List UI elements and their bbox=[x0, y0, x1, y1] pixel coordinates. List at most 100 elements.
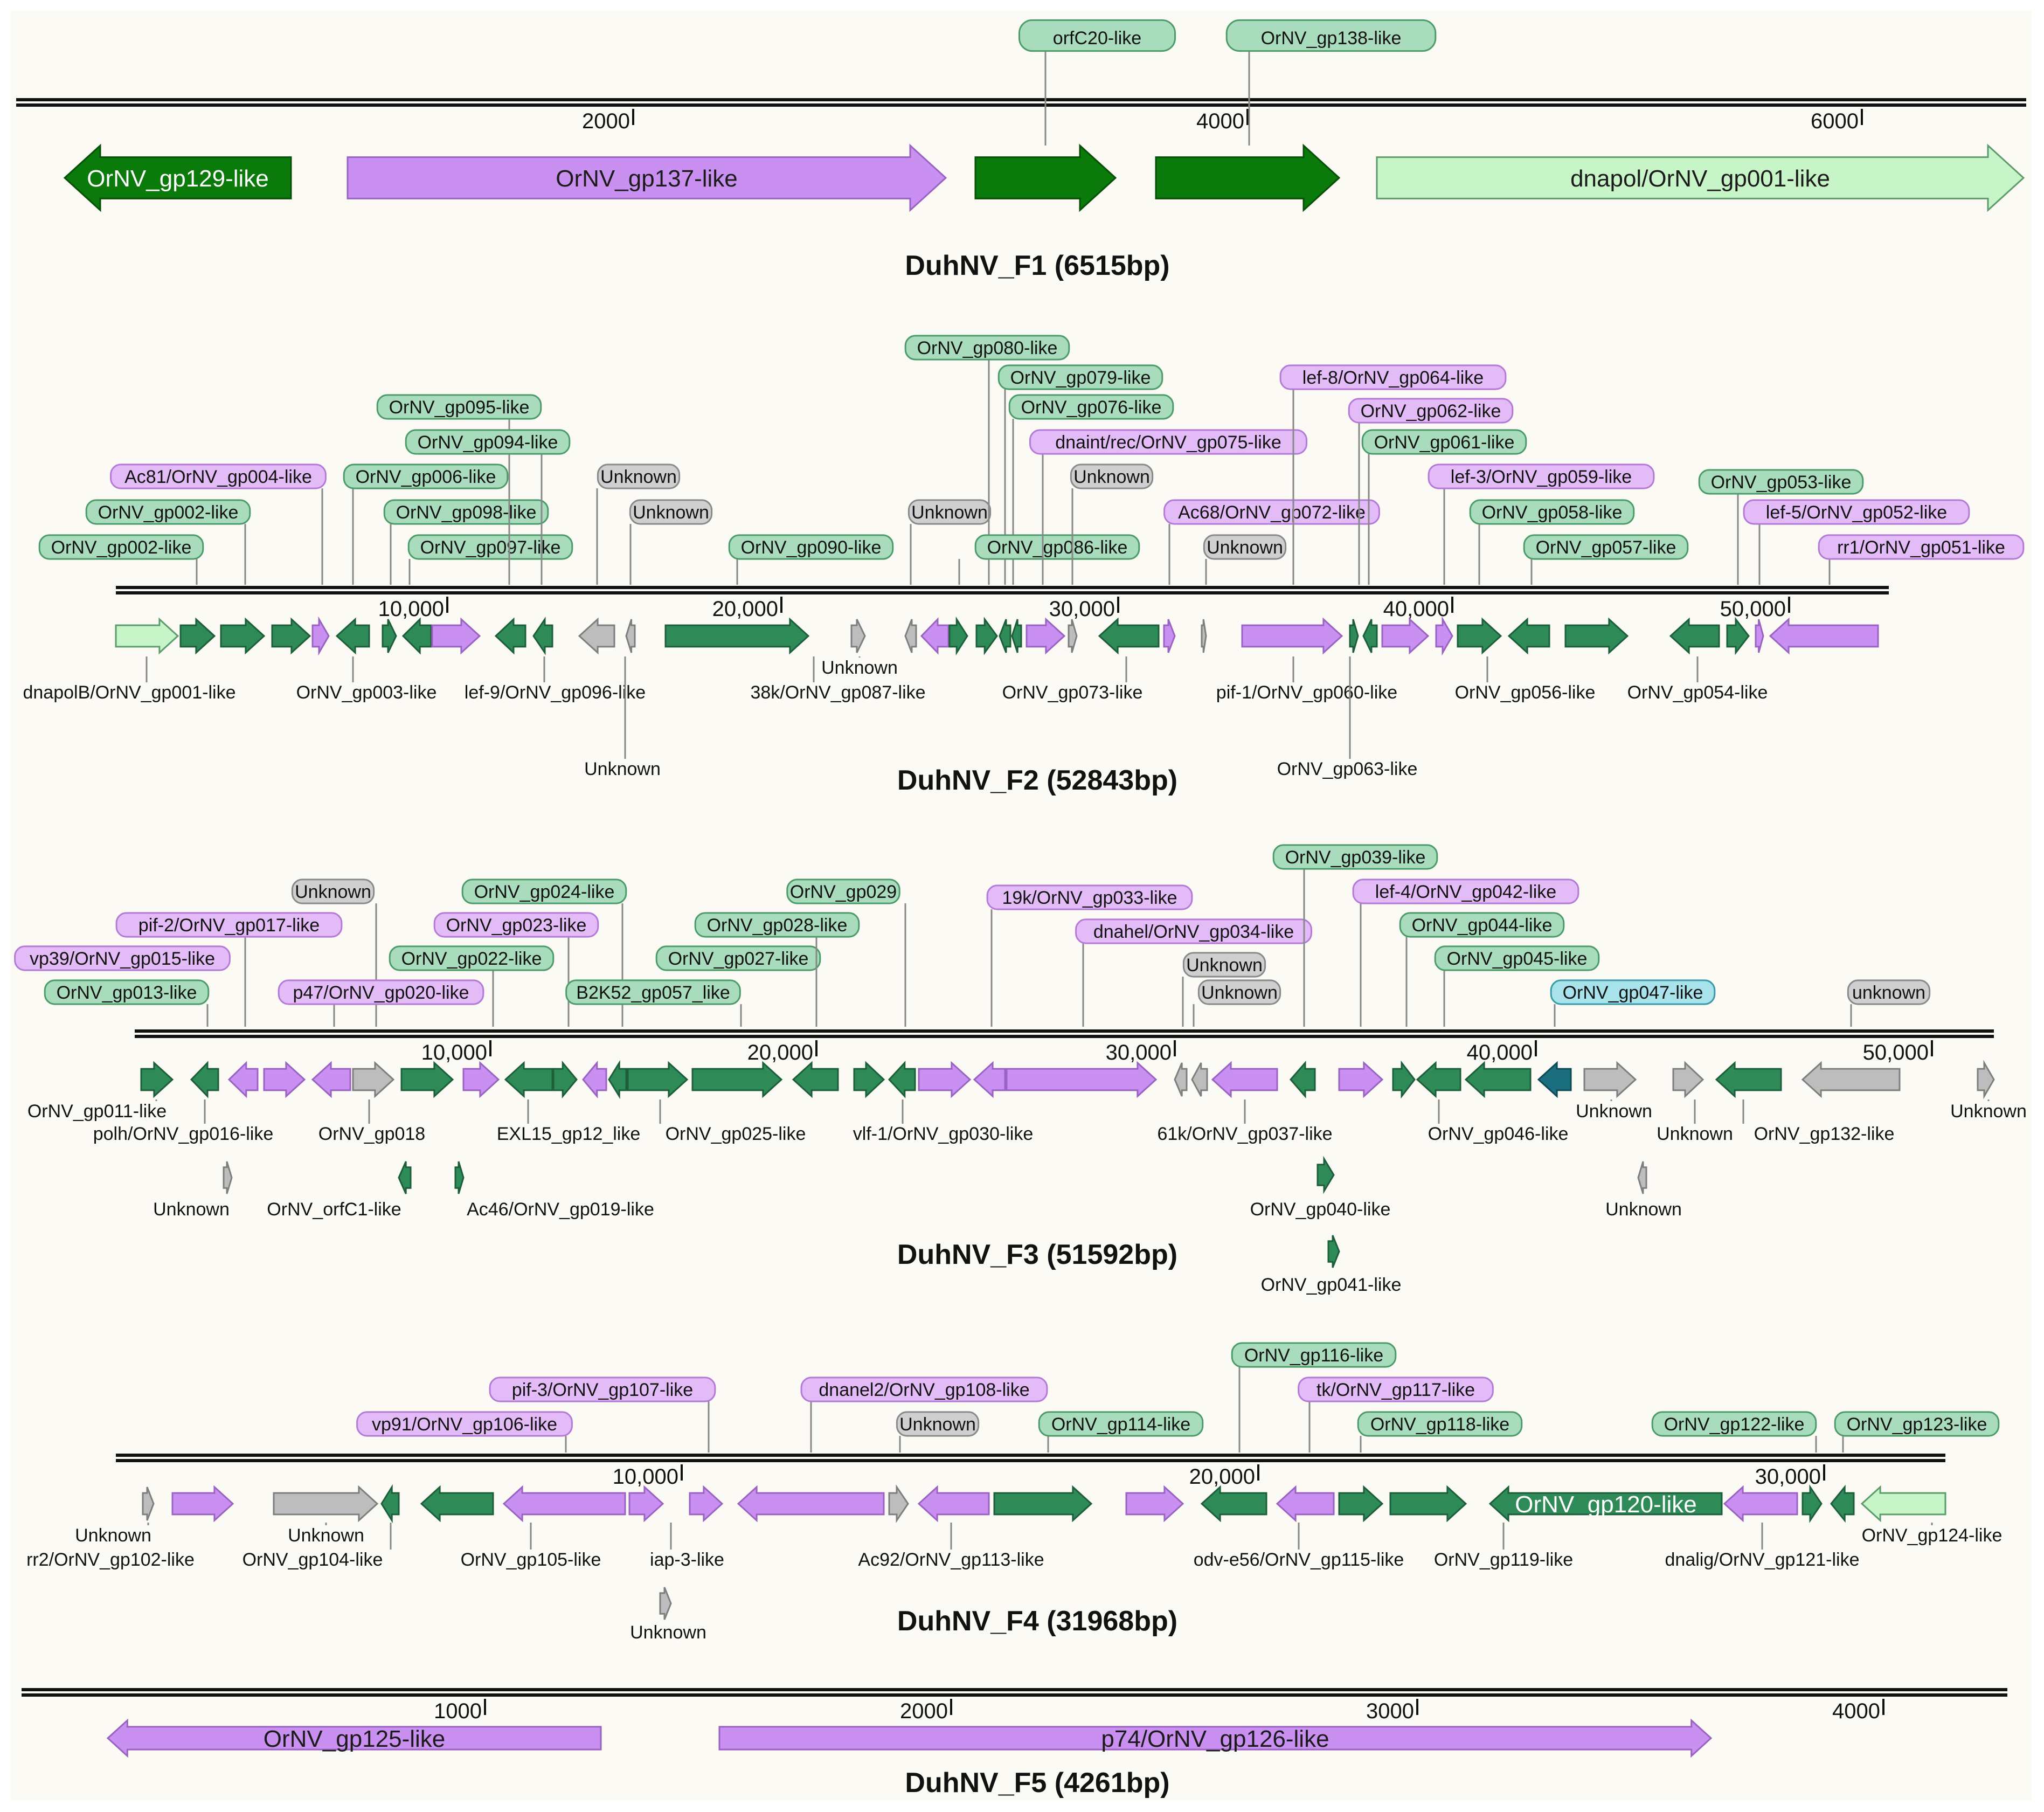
gene-label-below: lef-9/OrNV_gp096-like bbox=[465, 682, 646, 703]
gene-tag-label: OrNV_gp079-like bbox=[1010, 368, 1151, 388]
gene-arrow bbox=[227, 1061, 259, 1098]
gene-arrow bbox=[1507, 617, 1550, 655]
gene-tag-label: dnaint/rec/OrNV_gp075-like bbox=[1055, 432, 1281, 453]
gene-label-below: OrNV_gp003-like bbox=[296, 682, 437, 703]
gene-arrow bbox=[1006, 1061, 1158, 1098]
gene-arrow bbox=[502, 1485, 626, 1523]
gene-tag-box bbox=[461, 879, 627, 904]
gene-tag-box bbox=[1352, 879, 1579, 904]
gene-tag-box bbox=[1298, 1377, 1494, 1402]
gene-tag-box bbox=[433, 912, 599, 938]
gene-tag-label: OrNV_gp061-like bbox=[1374, 432, 1515, 453]
gene-arrow bbox=[1669, 617, 1720, 655]
gene-tag-box bbox=[904, 335, 1070, 361]
gene-arrow bbox=[1338, 1485, 1384, 1523]
gene-tag-label: OrNV_gp138-like bbox=[1261, 28, 1402, 49]
gene-arrow bbox=[948, 616, 968, 656]
gene-tag-label: OrNV_gp045-like bbox=[1447, 949, 1588, 969]
gene-arrow bbox=[552, 1060, 578, 1099]
gene-tag-box bbox=[1399, 912, 1565, 938]
gene-tag-box bbox=[291, 879, 375, 904]
tick-label: 2000 bbox=[900, 1699, 948, 1723]
gene-tag-box bbox=[1272, 844, 1438, 870]
gene-tag-box bbox=[1163, 499, 1380, 525]
gene-tag-label: Unknown bbox=[1201, 983, 1278, 1003]
gene-tag-box bbox=[1361, 429, 1527, 455]
gene-tag-box bbox=[997, 364, 1163, 390]
gene-tag-label: orfC20-like bbox=[1053, 28, 1141, 49]
gene-tag-label: Unknown bbox=[1073, 467, 1150, 487]
gene-arrow bbox=[63, 143, 292, 212]
gene-tag-box bbox=[1469, 499, 1635, 525]
gene-tag-label: OrNV_gp002-like bbox=[98, 502, 239, 523]
gene-arrow bbox=[1726, 617, 1750, 655]
gene-tag-label: dnanel2/OrNV_gp108-like bbox=[819, 1380, 1029, 1400]
tick-label: 30,000 bbox=[1049, 597, 1115, 621]
gene-arrow bbox=[1125, 1485, 1184, 1523]
gene-tag-label: Unknown bbox=[899, 1414, 976, 1435]
gene-tag-box bbox=[1279, 364, 1507, 390]
gene-arrow bbox=[973, 1061, 1006, 1098]
gene-tag-label: OrNV_gp024-like bbox=[474, 882, 615, 902]
gene-label-below: 61k/OrNV_gp037-like bbox=[1157, 1124, 1332, 1144]
gene-tag-box bbox=[376, 394, 542, 420]
gene-tag-box bbox=[1743, 499, 1970, 525]
gene-arrow bbox=[1389, 1485, 1467, 1523]
gene-label-below: dnapolB/OrNV_gp001-like bbox=[23, 682, 235, 703]
gene-label-below: OrNV_gp054-like bbox=[1627, 682, 1768, 703]
tick-label: 20,000 bbox=[747, 1041, 813, 1064]
gene-arrow bbox=[1068, 619, 1078, 653]
tick-label: 10,000 bbox=[421, 1041, 487, 1064]
track-caption: DuhNV_F1 (6515bp) bbox=[905, 250, 1169, 281]
gene-arrow bbox=[917, 1485, 990, 1523]
gene-arrow bbox=[1163, 619, 1176, 653]
gene-arrow bbox=[1723, 1485, 1798, 1523]
gene-tag-label: OrNV_gp029 bbox=[790, 882, 897, 902]
gene-arrow bbox=[335, 617, 370, 655]
gene-arrow bbox=[532, 617, 553, 655]
gene-arrow bbox=[974, 143, 1117, 212]
gene-arrow bbox=[1011, 619, 1022, 653]
gene-label-below: OrNV_gp040-like bbox=[1250, 1199, 1391, 1220]
gene-tag-box bbox=[405, 429, 571, 455]
tick-label: 1000 bbox=[434, 1699, 482, 1723]
gene-arrow bbox=[664, 617, 810, 655]
gene-tag-box bbox=[1038, 1411, 1204, 1437]
gene-label-below: polh/OrNV_gp016-like bbox=[93, 1124, 274, 1144]
gene-label-below: 38k/OrNV_gp087-like bbox=[750, 682, 925, 703]
gene-tag-label: vp39/OrNV_gp015-like bbox=[30, 949, 215, 969]
gene-arrow bbox=[273, 1485, 379, 1523]
gene-arrow bbox=[888, 1484, 909, 1523]
gene-arrow bbox=[347, 143, 947, 212]
gene-tag-label: rr1/OrNV_gp051-like bbox=[1837, 537, 2005, 558]
gene-arrow bbox=[718, 1718, 1713, 1758]
gene-tag-box bbox=[565, 979, 741, 1005]
gene-arrow bbox=[1349, 619, 1359, 653]
gene-arrow bbox=[1801, 1061, 1901, 1098]
gene-label-below: Unknown bbox=[75, 1525, 151, 1546]
gene-arrow bbox=[462, 1061, 500, 1098]
gene-tag-box bbox=[1847, 979, 1931, 1005]
gene-tag-box bbox=[1428, 464, 1655, 489]
gene-arrow bbox=[993, 1485, 1093, 1523]
gene-arrow bbox=[628, 1485, 664, 1523]
tick-label: 40,000 bbox=[1467, 1041, 1533, 1064]
gene-tag-label: OrNV_gp013-like bbox=[57, 983, 197, 1003]
gene-tag-label: OrNV_gp090-like bbox=[741, 537, 882, 558]
gene-label-below: OrNV_gp056-like bbox=[1455, 682, 1596, 703]
gene-tag-label: Unknown bbox=[911, 502, 988, 523]
gene-tag-box bbox=[629, 499, 713, 525]
gene-label-below: Unknown bbox=[584, 759, 661, 779]
gene-arrow bbox=[1537, 1061, 1572, 1098]
gene-arrow bbox=[504, 1061, 553, 1098]
gene-label-below: OrNV_gp018 bbox=[318, 1124, 425, 1144]
gene-arrow bbox=[1211, 1061, 1278, 1098]
gene-arrow bbox=[1464, 1061, 1532, 1098]
gene-tag-label: lef-8/OrNV_gp064-like bbox=[1302, 368, 1484, 388]
gene-label-below: OrNV_gp046-like bbox=[1428, 1124, 1569, 1144]
gene-arrow bbox=[1381, 617, 1430, 655]
gene-tag-label: OrNV_gp076-like bbox=[1021, 397, 1162, 418]
gene-arrow bbox=[1392, 1060, 1416, 1099]
gene-label-below: pif-1/OrNV_gp060-like bbox=[1216, 682, 1397, 703]
tick-label: 20,000 bbox=[712, 597, 778, 621]
